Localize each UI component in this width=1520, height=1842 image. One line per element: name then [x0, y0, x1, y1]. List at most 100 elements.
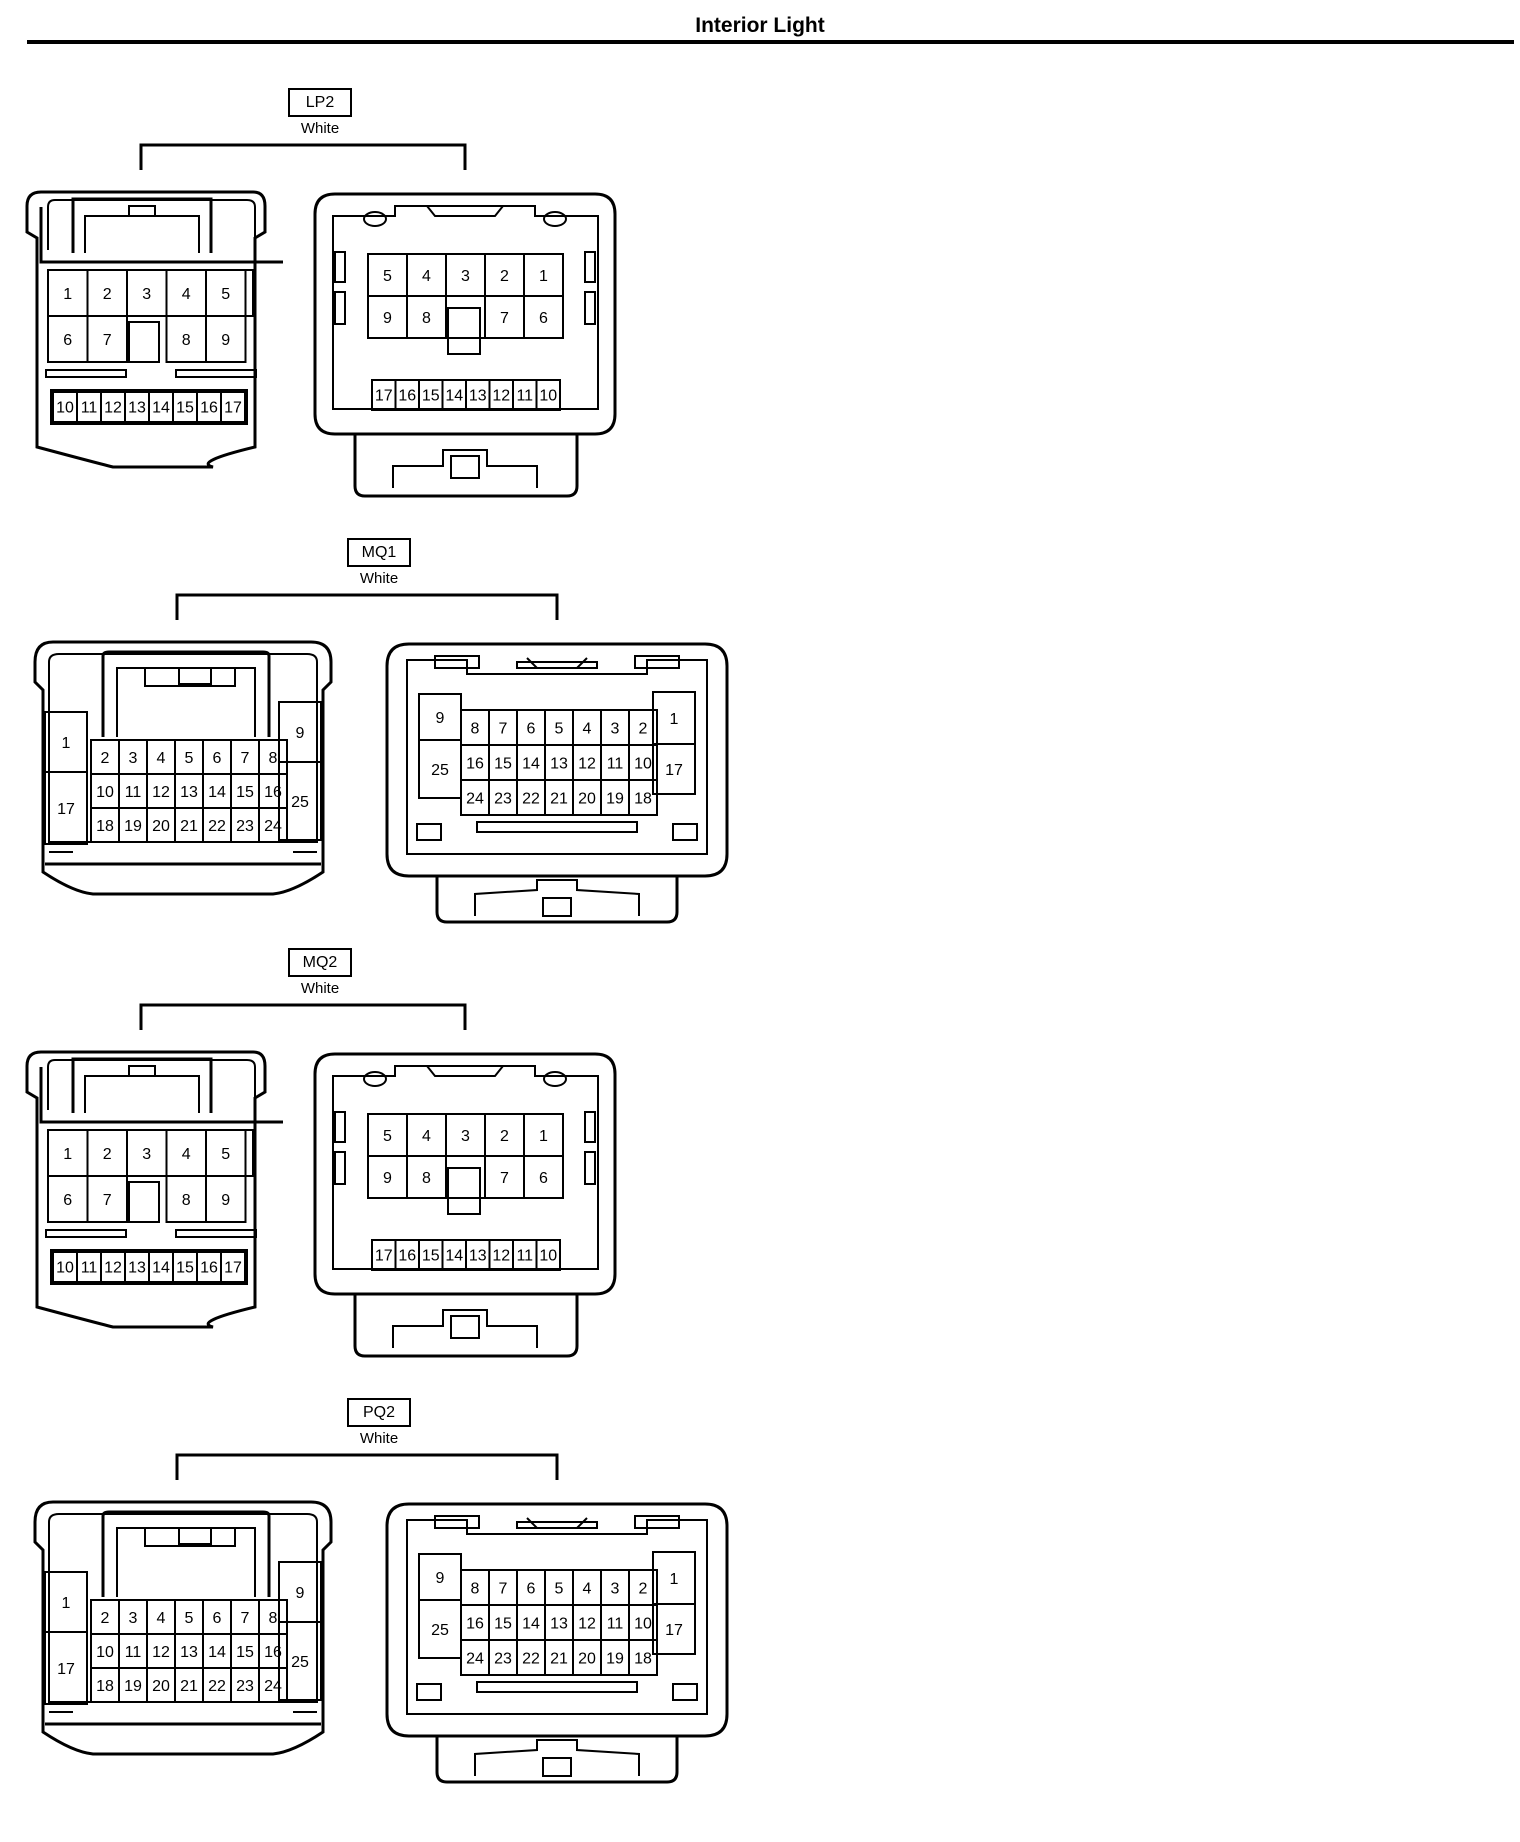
housing-outline: [25, 190, 267, 469]
housing-outline: [47, 1059, 256, 1110]
housing-outline: [385, 1502, 729, 1738]
pin-number: 12: [104, 399, 122, 416]
connector-color: White: [359, 570, 399, 587]
pin-number: 16: [264, 1644, 282, 1661]
pin-number: 17: [224, 399, 242, 416]
pin-number: 20: [152, 1678, 170, 1695]
pin-number: 17: [375, 1247, 393, 1264]
pin-number: 3: [461, 268, 470, 285]
pin-number: 5: [383, 268, 392, 285]
housing-outline: [84, 1075, 200, 1113]
base-slot: [476, 1681, 638, 1693]
housing-rect: [128, 1065, 156, 1077]
pin-number: 8: [422, 310, 431, 327]
pin-number: 13: [180, 1644, 198, 1661]
pin-number: 6: [527, 720, 536, 737]
pin-number: 12: [578, 1615, 596, 1632]
pin-number: 23: [236, 818, 254, 835]
side-rib: [584, 251, 596, 283]
pin-number: 7: [499, 720, 508, 737]
housing-outline: [39, 207, 283, 264]
pin-number: 3: [129, 1610, 138, 1627]
pin-number: 17: [665, 762, 683, 779]
pin-number: 2: [639, 720, 648, 737]
pin-number: 24: [264, 1678, 282, 1695]
pin-number: 12: [152, 784, 170, 801]
pin-number: 18: [96, 818, 114, 835]
pin-block: [367, 253, 564, 339]
title-rule: [27, 40, 1514, 44]
connector-code: PQ2: [347, 1398, 411, 1427]
housing-outline: [101, 1510, 271, 1597]
connector-color: White: [300, 980, 340, 997]
pin-number: 23: [494, 790, 512, 807]
pin-number: 8: [422, 1170, 431, 1187]
housing-rect: [416, 823, 442, 841]
housing-outline: [48, 653, 318, 694]
pin-number: 16: [466, 755, 484, 772]
pin-number: 6: [63, 1192, 72, 1209]
pin-cell: [205, 315, 247, 363]
pin-number: 9: [296, 725, 305, 742]
housing-rect: [516, 1521, 598, 1529]
pin-cell: [86, 315, 128, 363]
pin-number: 25: [291, 794, 309, 811]
pin-number: 14: [208, 1644, 226, 1661]
pin-number: 18: [634, 1650, 652, 1667]
pin-number: 13: [469, 1247, 487, 1264]
pin-number: 17: [57, 1661, 75, 1678]
pin-number: 24: [466, 1650, 484, 1667]
pin-number: 16: [200, 1259, 218, 1276]
connector-color: White: [300, 120, 340, 137]
pin-number: 4: [182, 1146, 191, 1163]
pin-number: 25: [431, 1622, 449, 1639]
pin-number: 22: [208, 818, 226, 835]
base-slot: [476, 821, 638, 833]
pin-cell: [652, 743, 696, 795]
pin-number: 15: [236, 784, 254, 801]
blank-cavity: [447, 1167, 481, 1215]
latch: [450, 455, 480, 479]
pin-number: 24: [264, 818, 282, 835]
pin-number: 6: [213, 1610, 222, 1627]
pin-number: 11: [81, 1259, 98, 1276]
pin-number: 21: [550, 790, 568, 807]
pin-number: 10: [96, 1644, 114, 1661]
pin-number: 15: [176, 1259, 194, 1276]
housing-rect: [672, 823, 698, 841]
pin-cell: [220, 1251, 246, 1283]
pin-number: 14: [152, 399, 170, 416]
pin-number: 9: [383, 310, 392, 327]
pin-number: 3: [611, 1580, 620, 1597]
bracket-line: [175, 1453, 559, 1480]
pin-number: 20: [578, 1650, 596, 1667]
pin-number: 7: [499, 1580, 508, 1597]
housing-outline: [25, 1050, 267, 1329]
pin-number: 13: [550, 755, 568, 772]
latch-slot: [634, 1515, 680, 1529]
housing-outline: [406, 659, 708, 855]
pin-number: 14: [152, 1259, 170, 1276]
pin-cell: [278, 761, 322, 841]
lock-bar: [45, 1229, 127, 1238]
pin-number: 8: [182, 1192, 191, 1209]
housing-outline: [435, 876, 679, 924]
pin-number: 8: [182, 332, 191, 349]
pin-number: 7: [103, 1192, 112, 1209]
pin-number: 4: [422, 1128, 431, 1145]
housing-outline: [48, 1513, 318, 1554]
pin-number: 23: [494, 1650, 512, 1667]
pin-number: 15: [422, 387, 440, 404]
housing-outline: [313, 192, 617, 436]
pin-number: 19: [606, 1650, 624, 1667]
side-rib: [334, 251, 346, 283]
pin-number: 17: [665, 1622, 683, 1639]
pin-number: 3: [129, 750, 138, 767]
pin-number: 23: [236, 1678, 254, 1695]
pin-number: 11: [516, 387, 533, 404]
pin-number: 15: [494, 1615, 512, 1632]
